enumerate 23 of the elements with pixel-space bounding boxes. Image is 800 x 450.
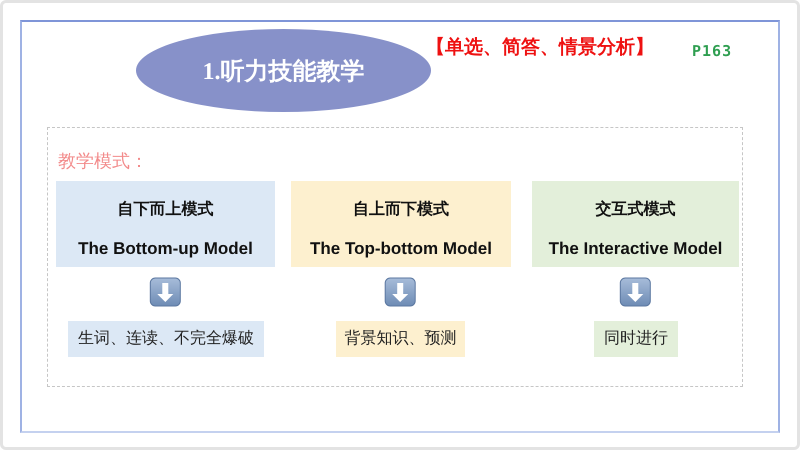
title-text: 1.听力技能教学 [202, 58, 364, 86]
model-name-english: The Top-bottom Model [310, 239, 492, 259]
down-arrow-icon [620, 278, 651, 306]
feature-text: 背景知识、预测 [344, 329, 456, 349]
model-name: 自下而上模式 [118, 200, 214, 220]
model-name: 交互式模式 [596, 200, 676, 220]
model-name: 自上而下模式 [353, 200, 449, 220]
model-name-english: The Interactive Model [548, 239, 722, 259]
page-reference: P163 [692, 42, 732, 60]
feature-text: 生词、连读、不完全爆破 [78, 329, 254, 349]
down-arrow-icon [384, 278, 416, 306]
model-name-english: The Bottom-up Model [78, 239, 253, 259]
feature-box [594, 321, 678, 357]
down-arrow-icon [150, 278, 181, 306]
feature-box [336, 321, 465, 357]
question-types-note: 【单选、简答、情景分析】 [426, 35, 654, 60]
feature-box [68, 321, 264, 357]
model-box [56, 181, 275, 267]
panel-heading: 教学模式： [58, 150, 148, 173]
feature-text: 同时进行 [604, 329, 668, 349]
content-panel [47, 127, 743, 387]
model-box [532, 181, 739, 267]
model-box [291, 181, 511, 267]
